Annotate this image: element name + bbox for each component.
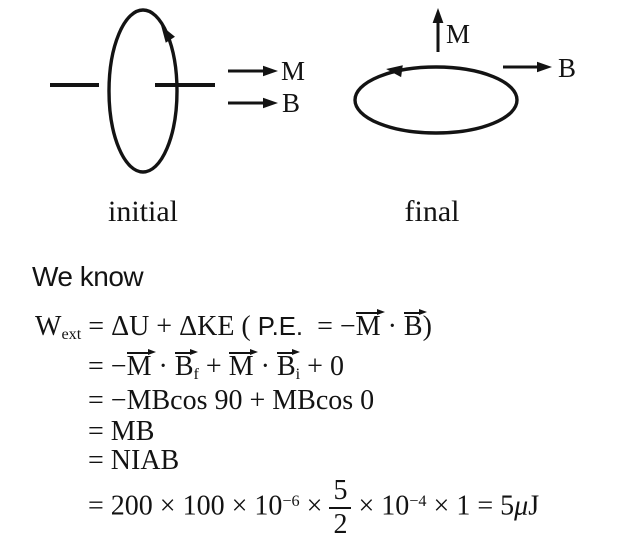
work-symbol: W — [35, 311, 62, 342]
final-diagram: M B final — [353, 8, 576, 228]
initial-diagram: M B initial — [50, 8, 305, 228]
dot-operator: · — [151, 351, 175, 382]
moment-arrow-initial — [228, 65, 278, 77]
equation-line-3: = −MBcos 90 + MBcos 0 — [88, 385, 375, 416]
final-caption: final — [405, 195, 460, 228]
vector-B: B — [403, 308, 427, 342]
eq-text: = − — [303, 311, 356, 342]
dot-operator: · — [380, 311, 404, 342]
initial-caption: initial — [108, 195, 178, 228]
fraction-denominator: 2 — [333, 509, 348, 541]
equation-line-1: Wext = ΔU + ΔKE ( P.E. = −M · B) — [35, 308, 432, 344]
pe-label: P.E. — [257, 313, 304, 341]
times-operator: × — [299, 490, 330, 522]
eq-text: = ΔU + ΔKE ( — [81, 311, 258, 342]
loop-current-arrowhead — [161, 25, 175, 43]
exponent-minus4: −4 — [409, 492, 427, 511]
eq-text: + 0 — [300, 351, 344, 382]
eq-text: ) — [422, 311, 432, 342]
vertical-loop — [107, 8, 179, 174]
field-arrowhead — [263, 97, 278, 109]
moment-label-initial: M — [281, 56, 305, 86]
equation-line-5: = NIAB — [88, 445, 180, 476]
moment-arrowhead — [263, 65, 278, 77]
horizontal-loop — [353, 65, 519, 135]
eq-text: = − — [88, 351, 127, 382]
loop-current-arrowhead — [386, 65, 403, 78]
field-arrow-final — [503, 61, 552, 73]
field-arrow-initial — [228, 97, 278, 109]
equation-line-2: = −M · Bf + M · Bi + 0 — [88, 348, 344, 384]
field-label-initial: B — [282, 88, 300, 118]
moment-arrow-final — [432, 8, 444, 52]
moment-arrowhead — [432, 8, 444, 23]
field-arrowhead — [537, 61, 552, 73]
dot-operator: · — [253, 351, 277, 382]
subscript-i: i — [295, 365, 301, 384]
eq-text: = 200 × 100 × 10 — [88, 490, 283, 522]
vector-M: M — [355, 308, 385, 342]
loop-diagrams: M B initial M B final — [50, 8, 576, 228]
eq-text: × 10 — [351, 490, 410, 522]
vector-M: M — [126, 348, 156, 382]
subscript-f: f — [193, 365, 199, 384]
vector-M: M — [228, 348, 258, 382]
we-know-text: We know — [32, 261, 144, 292]
equation-line-4: = MB — [88, 416, 155, 447]
moment-label-final: M — [446, 19, 470, 49]
plus-operator: + — [198, 351, 229, 382]
exponent-minus6: −6 — [282, 492, 300, 511]
joule-symbol: J — [528, 490, 540, 522]
mu-symbol: μ — [514, 490, 529, 522]
fraction-numerator: 5 — [329, 475, 352, 510]
vector-B-final: B — [174, 348, 198, 382]
work-subscript: ext — [61, 325, 82, 344]
field-label-final: B — [558, 53, 576, 83]
vector-B-initial: B — [276, 348, 300, 382]
eq-text: × 1 = 5 — [426, 490, 515, 522]
